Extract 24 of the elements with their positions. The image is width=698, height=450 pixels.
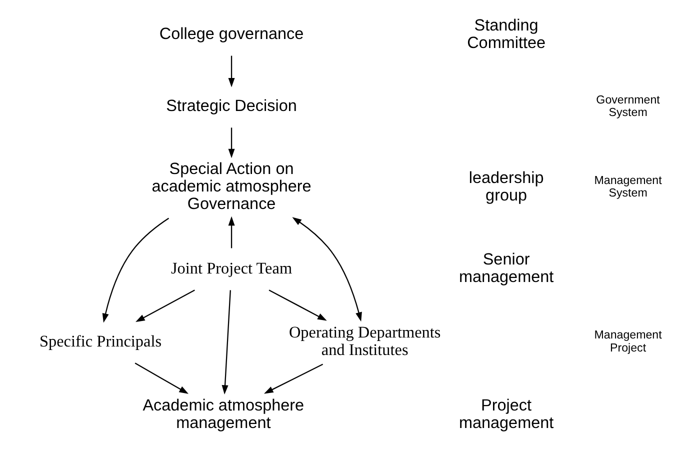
arrow bbox=[268, 290, 326, 321]
label: Standing Committee bbox=[466, 16, 546, 52]
arrow bbox=[221, 290, 230, 395]
label: Government System bbox=[596, 94, 660, 120]
node-text: Strategic Decision bbox=[166, 97, 296, 116]
arrow bbox=[102, 218, 169, 323]
arrow bbox=[263, 364, 323, 394]
label: Management System bbox=[594, 174, 662, 200]
arrow bbox=[228, 216, 234, 248]
label: Project management bbox=[458, 396, 554, 432]
arrow bbox=[228, 128, 234, 158]
arrow bbox=[135, 290, 194, 322]
node-text: Specific Principals bbox=[38, 332, 162, 350]
node-text: College governance bbox=[158, 25, 304, 44]
node-text: Joint Project Team bbox=[170, 259, 292, 278]
node-text: Special Action on academic atmosphere Governance bbox=[151, 160, 311, 213]
label: leadership group bbox=[468, 168, 544, 204]
label: Management Project bbox=[594, 330, 662, 354]
label: Senior management bbox=[458, 250, 554, 286]
arrow bbox=[292, 217, 362, 322]
arrow bbox=[228, 56, 234, 88]
node-text: Operating Departments and Institutes bbox=[288, 324, 440, 360]
node-text: Academic atmosphere management bbox=[142, 396, 304, 432]
arrow bbox=[134, 362, 188, 394]
